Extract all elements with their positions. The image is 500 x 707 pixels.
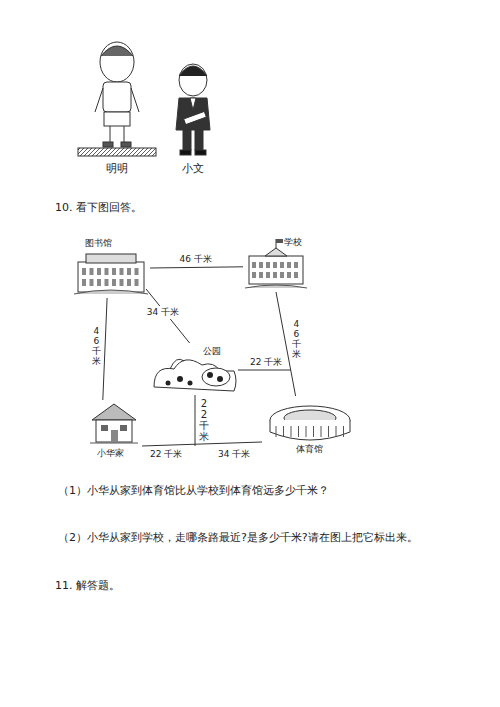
distance-label: 22 千米 [250,357,282,368]
place-name: 图书馆 [84,239,113,249]
road-line [103,298,107,400]
distance-label: 46 千米 [291,320,302,360]
boy-mingming [78,42,156,156]
distance-label: 22 千米 [199,398,209,442]
place-name: 学校 [283,238,303,248]
place-name: 公园 [202,347,222,357]
figure-name: 明明 [106,162,128,175]
question-heading: 11. 解答题。 [55,579,120,592]
place-node: 学校 [243,236,309,292]
road-line [150,267,243,268]
place-node: 小华家 [86,400,142,462]
distance-label: 34 千米 [218,449,250,460]
place-node: 体育馆 [262,396,358,458]
distance-label: 46 千米 [91,327,102,367]
distance-label: 34 千米 [146,306,180,319]
road-line [146,289,190,343]
place-picture [150,343,238,395]
distance-label: 22 千米 [150,449,182,460]
place-name: 体育馆 [295,445,324,455]
place-name: 小华家 [96,449,125,459]
road-line [142,442,262,446]
road [238,370,291,371]
distance-label: 46 千米 [179,253,213,266]
place-node: 图书馆 [72,238,150,298]
place-node: 公园 [150,343,238,395]
question-text: （1）小华从家到体育馆比从学校到体育馆远多少千米？ [58,484,329,497]
figure-name: 小文 [182,162,204,175]
road [195,395,196,446]
question-heading: 10. 看下图回答。 [55,201,142,214]
question-text: （2）小华从家到学校，走哪条路最近?是多少千米?请在图上把它标出来。 [58,531,418,544]
boy-xiaowen [176,64,210,155]
